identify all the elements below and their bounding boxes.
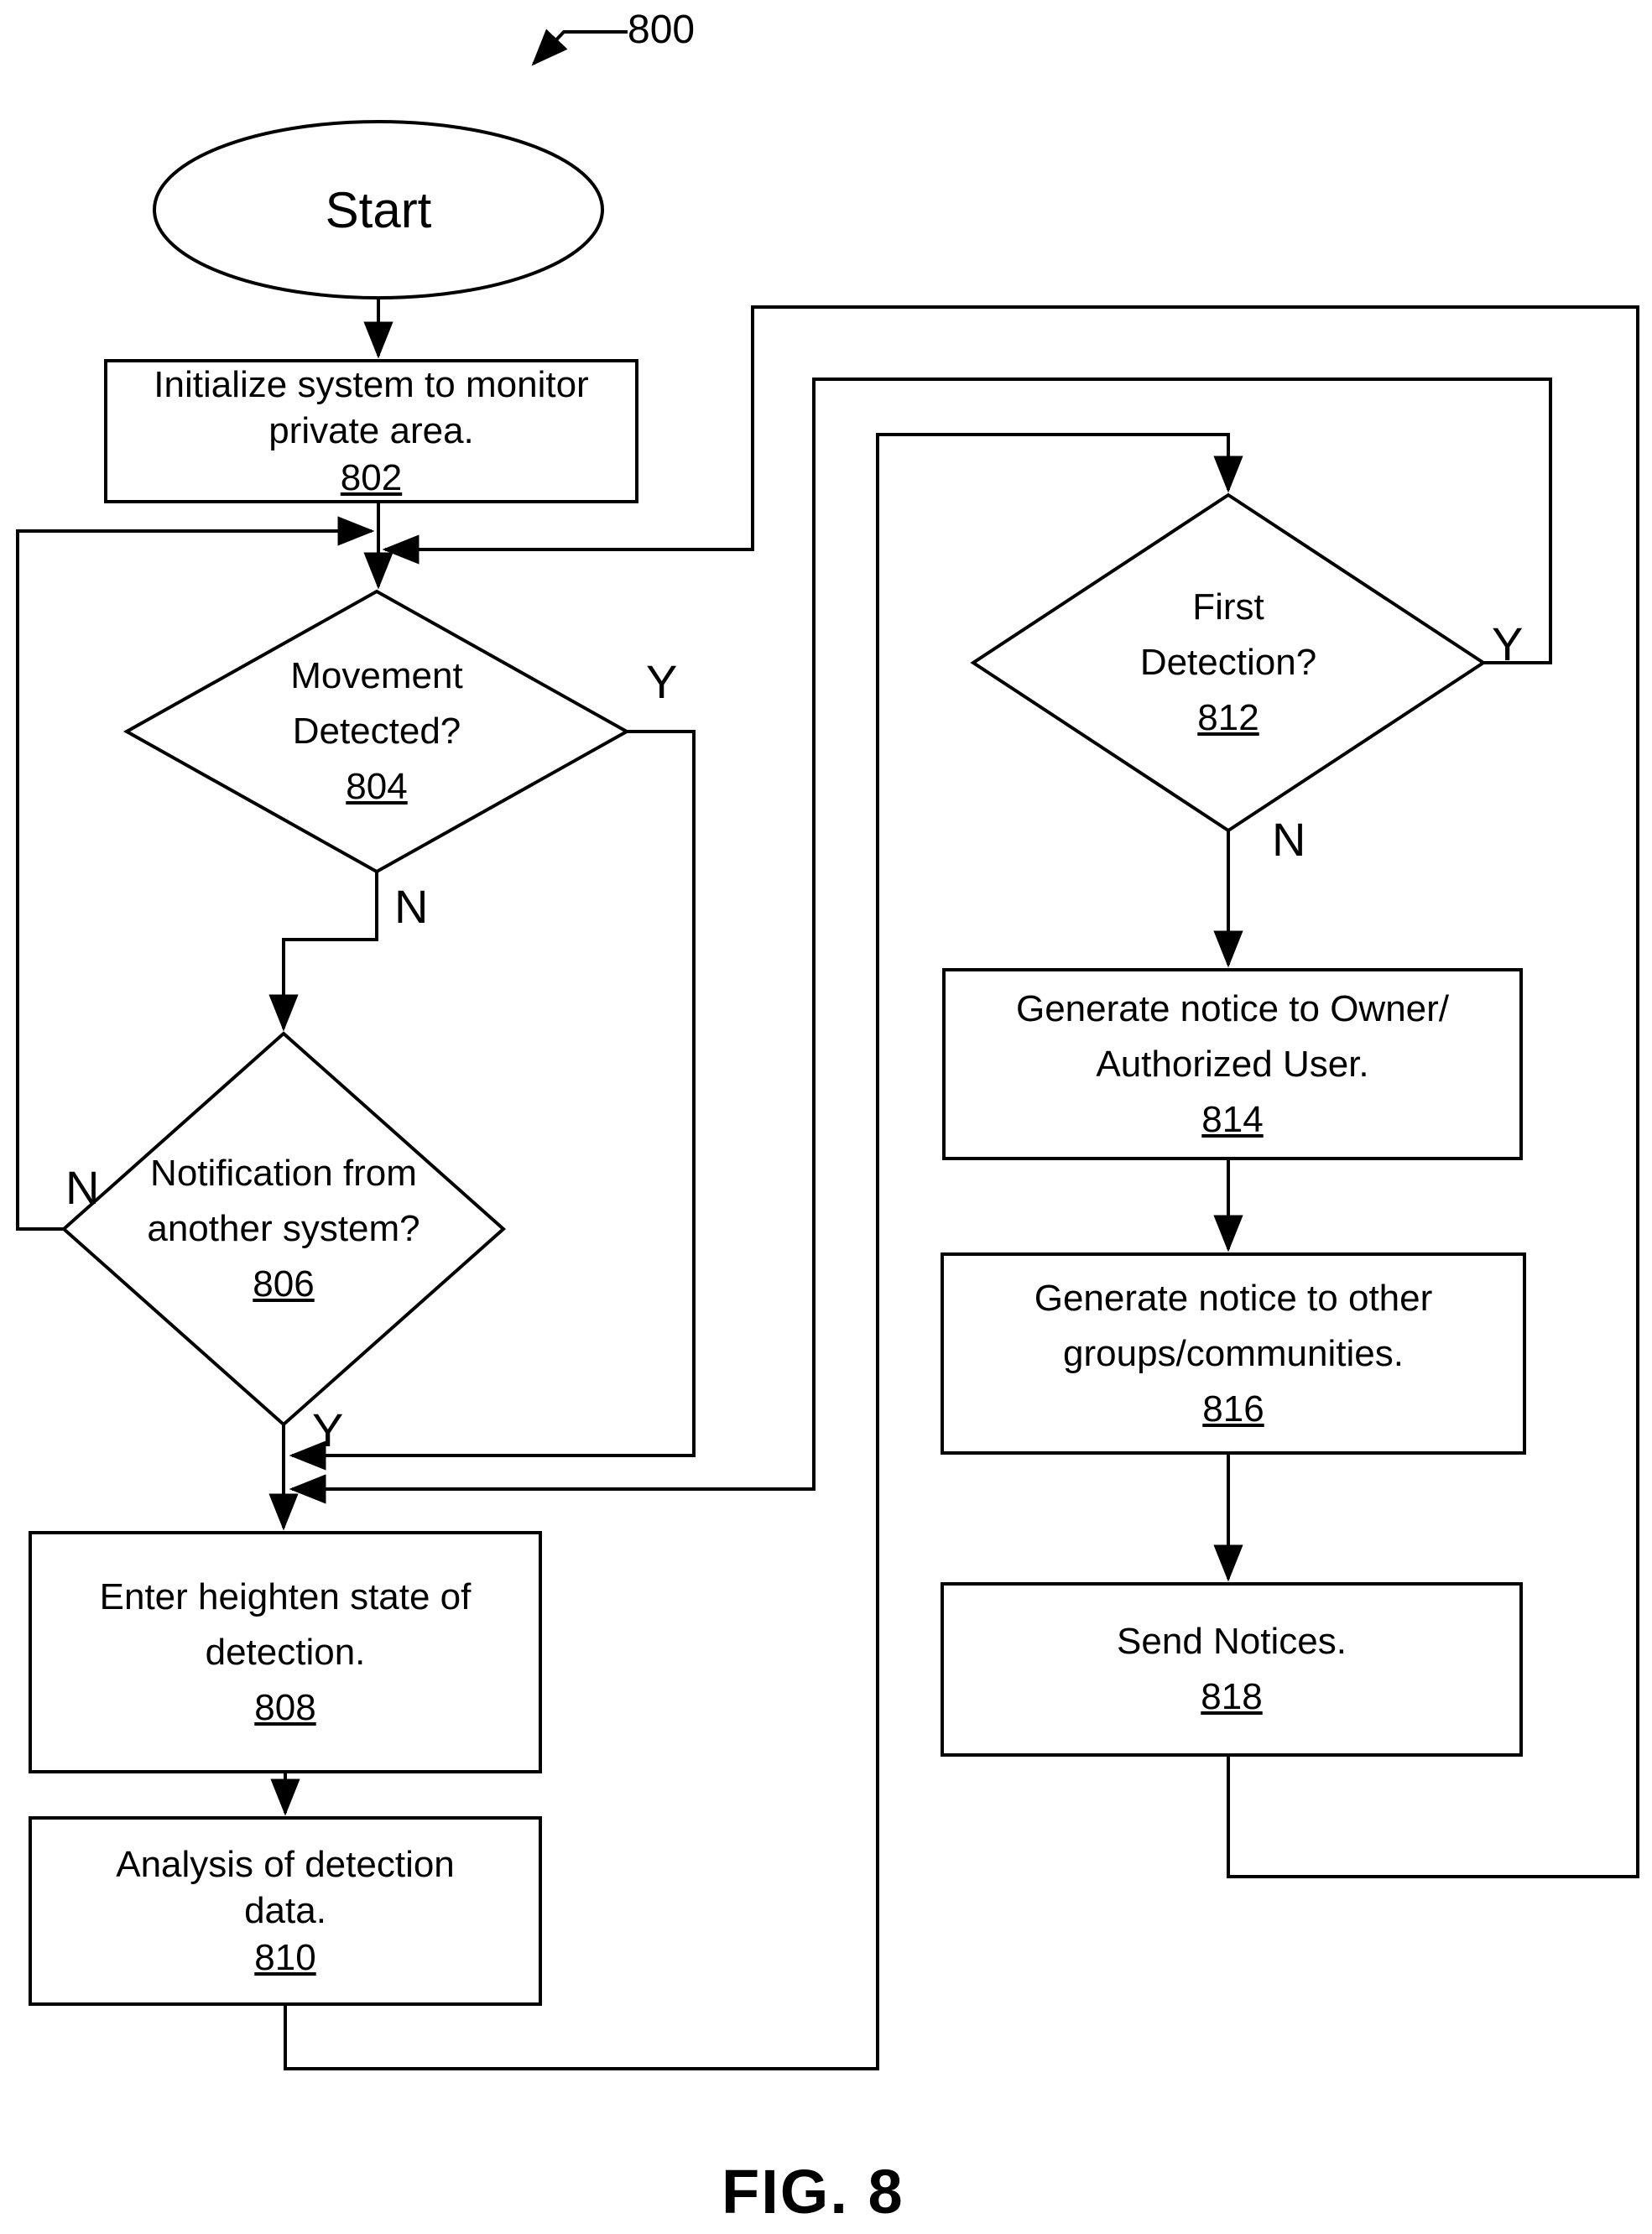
node-808-text: Enter heighten state of detection. 808: [30, 1533, 540, 1772]
node-802-number: 802: [340, 456, 403, 498]
node-804-line2: Detected?: [292, 711, 461, 752]
connector-812y-808: [289, 378, 1552, 1504]
node-814-line2: Authorized User.: [1096, 1043, 1369, 1085]
node-812-number: 812: [1197, 697, 1259, 738]
label-804-yes: Y: [646, 655, 678, 708]
node-816-line2: groups/communities.: [1063, 1332, 1404, 1374]
node-810-line2: data.: [244, 1890, 326, 1932]
node-816-text: Generate notice to other groups/communit…: [942, 1254, 1524, 1453]
node-814-text: Generate notice to Owner/ Authorized Use…: [944, 970, 1521, 1159]
node-806-line1: Notification from: [150, 1153, 417, 1194]
node-818-number: 818: [1201, 1676, 1263, 1717]
node-812-line2: Detection?: [1139, 642, 1317, 683]
box-816: [941, 1252, 1526, 1455]
node-806-line2: another system?: [147, 1208, 420, 1249]
box-802: [104, 359, 638, 503]
node-804-text: Movement Detected? 804: [127, 591, 627, 872]
node-816-line1: Generate notice to other: [1034, 1277, 1433, 1319]
box-818: [941, 1582, 1523, 1757]
node-804-number: 804: [346, 766, 408, 807]
figure-ref-number: 800: [628, 8, 696, 52]
connector-818-loop: [382, 305, 1639, 1878]
node-804-line1: Movement: [290, 655, 463, 696]
node-810-number: 810: [254, 1936, 316, 1978]
node-812-line1: First: [1192, 586, 1264, 627]
node-806-number: 806: [253, 1263, 315, 1304]
node-802-line2: private area.: [268, 410, 474, 452]
connector-804n-806: [268, 872, 378, 1032]
label-804-no: N: [394, 880, 429, 933]
node-814-line1: Generate notice to Owner/: [1015, 987, 1450, 1029]
label-812-yes: Y: [1492, 617, 1524, 670]
label-806-no: N: [65, 1161, 100, 1214]
figure-caption: FIG. 8: [722, 2157, 904, 2226]
node-816-number: 816: [1202, 1388, 1264, 1429]
node-808-line1: Enter heighten state of: [99, 1575, 472, 1617]
label-812-no: N: [1272, 813, 1306, 866]
node-814-number: 814: [1201, 1098, 1264, 1140]
node-810-text: Analysis of detection data. 810: [30, 1818, 540, 2004]
connector-804y-808: [289, 730, 696, 1471]
connector-810-812: [284, 433, 1243, 2070]
start-node-label: Start: [325, 181, 432, 238]
node-808-number: 808: [254, 1686, 316, 1728]
box-814: [942, 968, 1523, 1160]
node-810-line1: Analysis of detection: [116, 1843, 455, 1885]
node-818-text: Send Notices. 818: [942, 1584, 1521, 1755]
node-808-line2: detection.: [205, 1631, 366, 1673]
label-806-yes: Y: [312, 1403, 344, 1456]
ref-800-pointer-arrow: [531, 29, 628, 66]
node-802-text: Initialize system to monitor private are…: [106, 361, 637, 502]
node-812-text: First Detection? 812: [973, 495, 1483, 831]
node-818-line1: Send Notices.: [1117, 1621, 1347, 1662]
node-806-text: Notification from another system? 806: [64, 1034, 503, 1424]
connector-806n-loop: [16, 516, 375, 1231]
node-802-line1: Initialize system to monitor: [154, 363, 589, 405]
